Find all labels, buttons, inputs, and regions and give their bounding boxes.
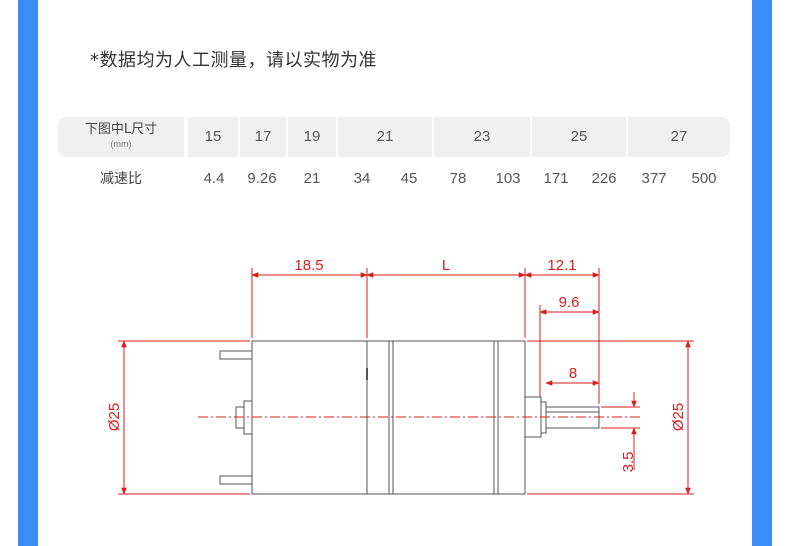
ratio-cell: 78 (449, 170, 467, 187)
size-cell: 27 (628, 117, 730, 157)
ratio-cell: 34 (353, 170, 371, 187)
terminal-bottom (219, 475, 253, 485)
ratio-cell: 103 (495, 170, 521, 187)
dim-label-diameter-left: Ø25 (106, 403, 123, 431)
ratio-row: 减速比 4.4 9.26 21 34 45 78 103 171 226 377… (58, 159, 730, 199)
ratio-cell: 9.26 (247, 170, 277, 187)
size-cell: 15 (188, 117, 238, 157)
dim-label-diameter-right: Ø25 (670, 403, 687, 431)
dimension-lines (121, 272, 691, 495)
size-cell: 19 (288, 117, 336, 157)
dim-label-front-mid: 9.6 (559, 294, 580, 311)
ratio-header: 减速比 (100, 171, 142, 187)
dim-label-motor-body: 18.5 (294, 257, 323, 274)
size-cell: 17 (240, 117, 286, 157)
size-row: 下图中L尺寸 (mm) 15 17 19 21 23 25 27 (58, 117, 730, 157)
ratio-cell: 226 (591, 170, 617, 187)
ratio-cell: 21 (303, 170, 321, 187)
size-cell: 23 (434, 117, 530, 157)
size-cell: 25 (532, 117, 626, 157)
size-header: 下图中L尺寸 (mm) (58, 117, 184, 157)
dim-label-shaft-flat: 3.5 (620, 452, 637, 473)
measurement-note: *数据均为人工测量，请以实物为准 (90, 50, 377, 71)
dim-label-front-total: 12.1 (547, 257, 576, 274)
size-cell: 21 (338, 117, 432, 157)
right-accent-bar (752, 0, 772, 546)
terminal-top (219, 350, 253, 360)
ratio-cell: 377 (641, 170, 667, 187)
ratio-cell: 4.4 (203, 170, 225, 187)
extension-lines (118, 268, 694, 495)
size-header-unit: (mm) (110, 139, 132, 149)
dim-label-gearbox: L (442, 257, 450, 274)
size-header-label: 下图中L尺寸 (84, 122, 158, 137)
ratio-cell: 171 (543, 170, 569, 187)
ratio-cell: 45 (400, 170, 418, 187)
left-accent-bar (18, 0, 38, 546)
dim-label-shaft: 8 (569, 365, 577, 382)
ratio-cell: 500 (691, 170, 717, 187)
